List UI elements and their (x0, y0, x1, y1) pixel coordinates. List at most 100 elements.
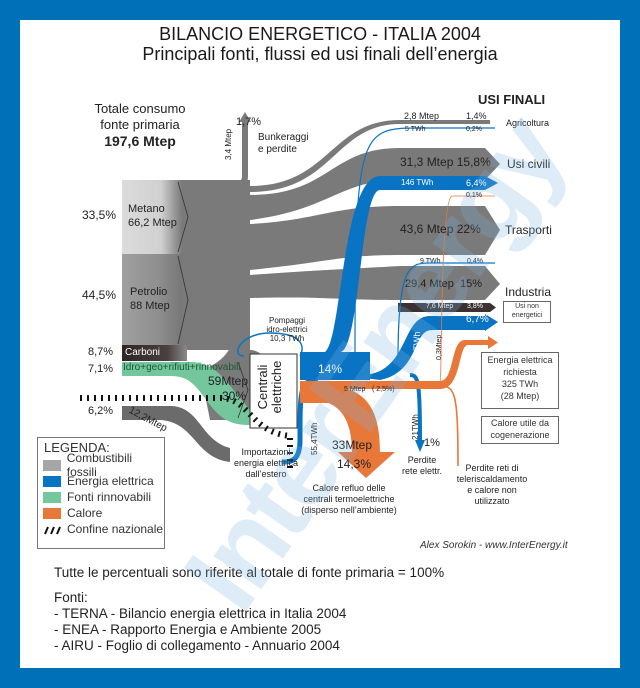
source-rinnovabili (122, 362, 252, 425)
source-petrolio (122, 254, 182, 346)
arrow-usi-civili-elec (485, 176, 498, 190)
bunker-label: Bunkeraggi e perdite (258, 132, 309, 156)
total-label-2: fonte primaria (100, 117, 180, 132)
bunker-label-2: e perdite (258, 144, 297, 155)
importazioni-2: energia elettrica (233, 458, 299, 468)
legend-label-fossili: Combustibili fossili (66, 451, 133, 479)
metano-name: Metano (128, 203, 165, 215)
centrali-input-pct: 30% (222, 389, 247, 403)
petrolio-name: Petrolio (130, 286, 168, 298)
cogen-value: 5 Mtep (344, 386, 366, 393)
metano-pct: 33,5% (82, 208, 117, 222)
importazioni-label: Importazioni energia elettrica dall’este… (224, 447, 308, 480)
use-trasporti: Trasporti (505, 223, 552, 237)
petrolio-pct: 44,5% (82, 288, 117, 302)
petrolio-value: 88 Mtep (130, 300, 170, 312)
fonti-item: - ENEA - Rapporto Energia e Ambiente 200… (54, 622, 322, 637)
calore-refluo-1: Calore refluo delle (312, 483, 386, 493)
civili-elec: 146 TWh (401, 178, 434, 187)
agri-elec: 5 TWh (405, 126, 426, 133)
import-fossili-pct: 6,2% (88, 405, 114, 417)
metano-value: 66,2 Mtep (128, 217, 177, 229)
perdite-reti-label: Perdite reti di teleriscaldamento e calo… (452, 463, 532, 507)
pompaggi-3: 10,3 TWh (269, 334, 305, 343)
cogen-pct: ( 2,5%) (372, 386, 395, 393)
waste-heat-value: 33Mtep (332, 438, 373, 452)
non-energ-pct: 3,8% (467, 303, 483, 310)
richiesta-3: 325 TWh (501, 379, 539, 389)
civili-fossil: 31,3 Mtep 15,8% (400, 155, 491, 169)
legend-item-fossili: Combustibili fossili (43, 451, 164, 479)
usi-finali-header: USI FINALI (478, 92, 546, 107)
flow-usi-civili (250, 148, 500, 220)
importazioni-3: dall’estero (245, 469, 287, 479)
trasporti-fossil-value: 43,6 Mtep (400, 222, 454, 236)
calore-refluo-2: centrali termoelettriche (303, 494, 395, 504)
footnote: Tutte le percentuali sono riferite al to… (54, 565, 445, 580)
calore-refluo-label: Calore refluo delle centrali termoelettr… (294, 483, 404, 516)
pompaggi-1: Pompaggi (268, 316, 306, 325)
heat-flows (300, 195, 498, 478)
trasporti-elec-pct: 0,4% (467, 258, 483, 265)
legend-item-calore: Calore (43, 506, 102, 520)
fonti-title: Fonti: (54, 590, 88, 605)
use-agricoltura: Agricoltura (506, 118, 550, 128)
civili-heat-pct: 0,1% (466, 192, 482, 199)
civili-fossil-value: 31,3 Mtep (400, 155, 454, 169)
petrolio-label: Petrolio 88 Mtep (130, 285, 170, 313)
richiesta-1: Energia elettrica (487, 355, 553, 365)
perdite-rete-label: Perdite rete elettr. (392, 455, 452, 477)
flow-non-energetici (398, 303, 490, 312)
fonti-item: - AIRU - Foglio di collegamento - Annuar… (54, 638, 340, 653)
industria-fossil-value: 29,4 Mtep (405, 278, 454, 290)
carboni-pct: 8,7% (88, 346, 114, 358)
legend-swatch-elettrica (43, 475, 61, 487)
cogen-1: Calore utile da (490, 418, 550, 428)
arrow-industria-elec (485, 314, 498, 331)
flow-trasporti (250, 206, 500, 270)
bunker-value: 3,4 Mtep (224, 128, 233, 160)
non-energ-fossil: 7,6 Mtep (426, 303, 454, 310)
trasporti-fossil: 43,6 Mtep 22% (400, 222, 481, 236)
agri-fossil: 2,8 Mtep (404, 111, 440, 121)
perdite-reti-2: teleriscaldamento (456, 474, 528, 484)
civili-elec-pct: 6,4% (466, 178, 487, 188)
pompaggi-loop (237, 332, 303, 357)
use-usi-civili: Usi civili (507, 157, 551, 171)
title-sub: Principali fonti, flussi ed usi finali d… (142, 44, 498, 64)
civili-fossil-pct: 15,8% (456, 155, 491, 169)
legend-item-rinnovabili: Fonti rinnovabili (43, 490, 151, 504)
legend: LEGENDA: Combustibili fossili Energia el… (37, 437, 165, 549)
electric-output-pct: 14% (318, 362, 343, 376)
usi-non-1: Usi non (515, 303, 539, 310)
total-label-1: Totale consumo (94, 101, 186, 116)
legend-swatch-fossili (43, 459, 61, 471)
perdite-rete-2: rete elettr. (401, 466, 443, 476)
energia-richiesta-box: Energia elettrica richiesta 325 TWh (28 … (481, 352, 559, 409)
source-carboni (122, 345, 187, 361)
importazioni-1: Importazioni (241, 447, 291, 457)
waste-heat-pct: 14,3% (337, 457, 372, 471)
metano-label: Metano 66,2 Mtep (128, 202, 177, 230)
source-importazioni-fossili (122, 406, 230, 462)
perdite-rete-1: Perdite (407, 455, 437, 465)
total-value: 197,6 Mtep (104, 133, 176, 149)
legend-hatch-icon (43, 523, 61, 535)
legend-label-calore: Calore (67, 506, 103, 520)
author-credit: Alex Sorokin - www.InterEnergy.it (420, 540, 568, 551)
cogen-2: cogenerazione (490, 430, 550, 440)
agri-elec-pct: 0,2% (466, 126, 482, 133)
flow-calore-refluo (312, 384, 395, 478)
use-industria: Industria (505, 285, 552, 299)
richiesta-4: (28 Mtep) (500, 391, 540, 401)
source-metano (122, 180, 182, 254)
legend-swatch-calore (43, 507, 61, 519)
rinnovabili-name: Idro+geo+rifiuti+rinnovabili (123, 362, 241, 373)
centrali-box (249, 353, 298, 429)
perdite-reti-1: Perdite reti di (465, 463, 519, 473)
fossil-flows (180, 112, 500, 420)
cogenerazione-box: Calore utile da cogenerazione (481, 416, 559, 444)
trasporti-fossil-pct: 22% (456, 222, 481, 236)
perdite-reti-4: utilizzato (474, 496, 510, 506)
legend-label-elettrica: Energia elettrica (67, 474, 154, 488)
